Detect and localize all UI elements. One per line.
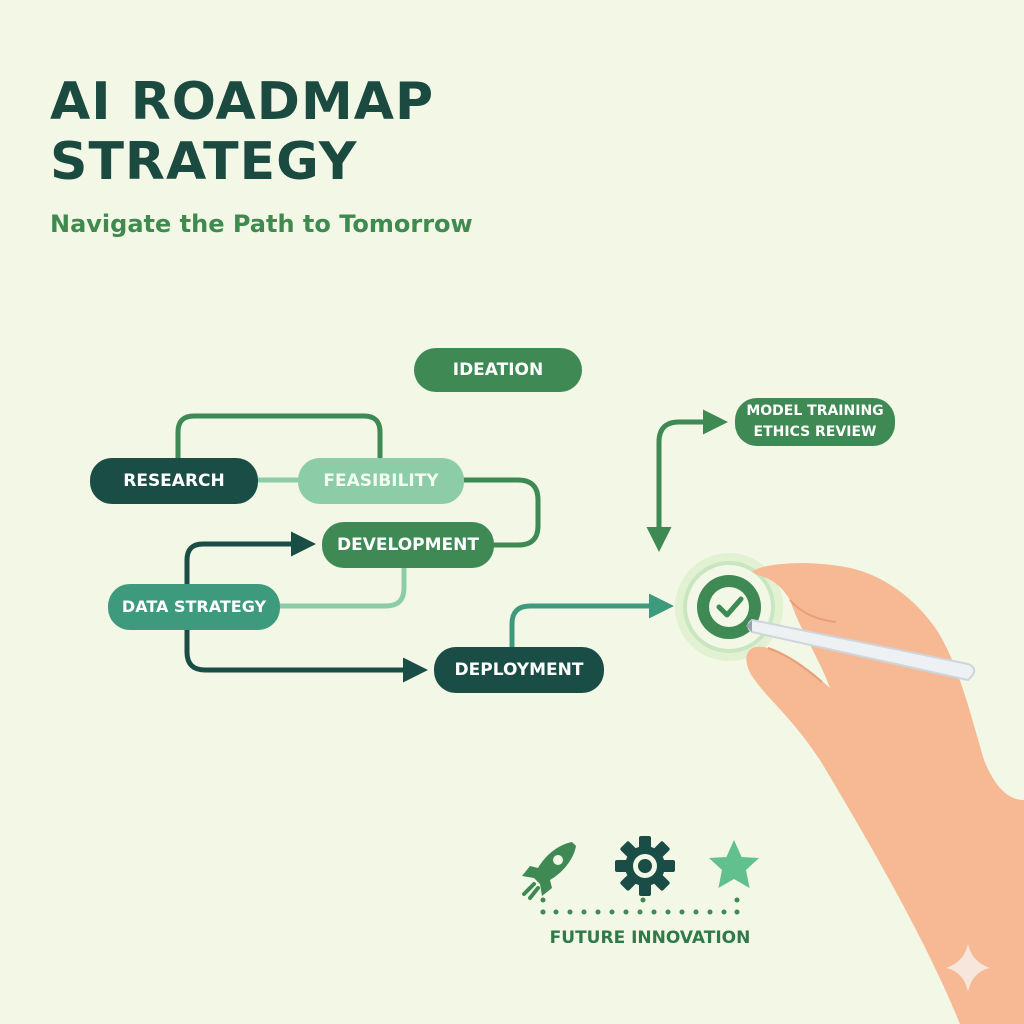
node-data-strategy: DATA STRATEGY [108, 584, 280, 630]
node-model-training-ethics-review: MODEL TRAINING ETHICS REVIEW [735, 398, 895, 446]
connector-development-data [280, 566, 407, 609]
title-line-2: STRATEGY [50, 132, 358, 192]
star-icon [709, 840, 759, 888]
node-deployment: DEPLOYMENT [434, 647, 604, 693]
dotted-connector [540, 897, 740, 915]
page-subtitle: Navigate the Path to Tomorrow [50, 210, 473, 238]
connector-feasibility-development [460, 477, 541, 548]
node-development: DEVELOPMENT [322, 522, 494, 568]
sparkle-icon [946, 944, 990, 992]
page-title: AI ROADMAP STRATEGY [50, 72, 434, 192]
connector-data-to-deployment [184, 630, 428, 683]
connector-data-to-development [184, 531, 316, 584]
node-feasibility: FEASIBILITY [298, 458, 464, 504]
goal-check-icon [675, 553, 783, 661]
connector-research-feasibility [175, 413, 383, 462]
node-research: RESEARCH [90, 458, 258, 504]
node-ideation: IDEATION [414, 348, 582, 392]
future-innovation-caption: FUTURE INNOVATION [549, 928, 751, 948]
node-ethics-review-label: ETHICS REVIEW [753, 424, 877, 440]
hand-with-stylus-icon [746, 563, 1024, 1024]
gear-icon [615, 836, 675, 896]
connector-goal-to-training [646, 409, 728, 552]
rocket-icon [522, 842, 576, 900]
node-model-training-label: MODEL TRAINING [746, 403, 884, 419]
title-line-1: AI ROADMAP [50, 72, 435, 132]
connector-deployment-to-goal [509, 593, 674, 648]
